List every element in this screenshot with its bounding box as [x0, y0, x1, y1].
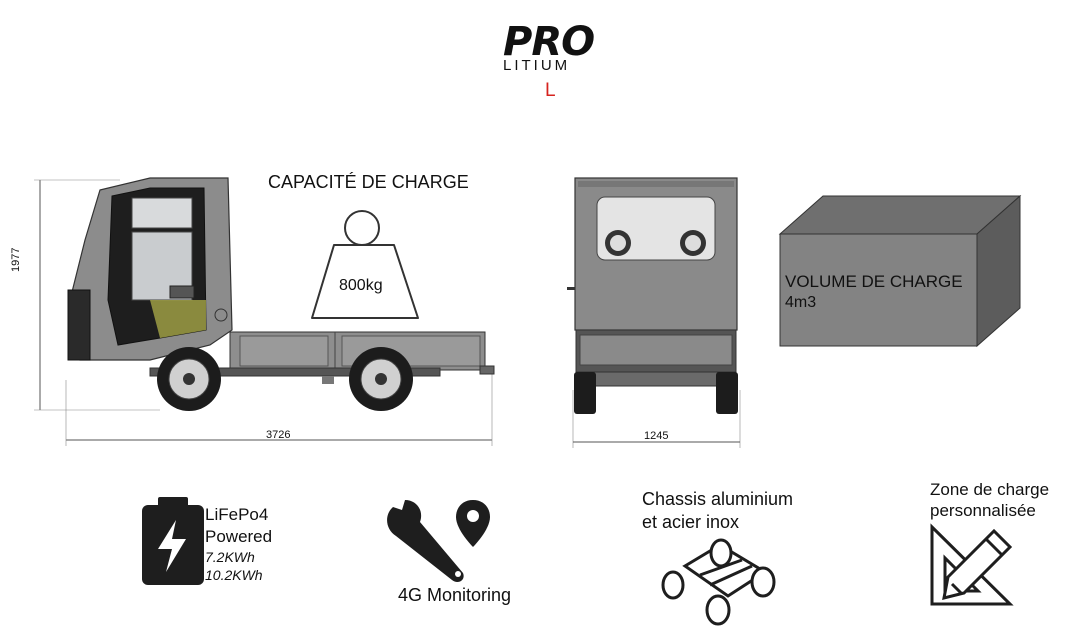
triangle-ruler-pencil-icon: [930, 523, 1014, 606]
payload-weight: 800kg: [339, 277, 383, 294]
battery-capacity-2: 10.2KWh: [205, 567, 263, 583]
location-pin-icon: [456, 500, 490, 547]
battery-icon: [142, 497, 204, 585]
chassis-line-1: Chassis aluminium: [642, 489, 794, 509]
zone-line-1: Zone de charge: [930, 480, 1050, 499]
chassis-line-2: et acier inox: [642, 512, 740, 532]
battery-powered: Powered: [205, 527, 273, 546]
model-letter: L: [545, 80, 556, 101]
weight-icon: [311, 210, 419, 319]
battery-capacity-1: 7.2KWh: [205, 549, 255, 565]
truck-side-view: [34, 177, 495, 446]
monitoring-label: 4G Monitoring: [398, 585, 512, 605]
dimension-width: 1245: [644, 430, 669, 442]
wrench-icon: [387, 500, 464, 583]
volume-title: VOLUME DE CHARGE: [785, 272, 963, 291]
brand-sub: LITIUM: [503, 57, 571, 74]
battery-type: LiFePo4: [205, 505, 269, 524]
volume-box: [778, 194, 1022, 348]
payload-title: CAPACITÉ DE CHARGE: [268, 172, 469, 192]
chassis-icon: [661, 538, 776, 626]
volume-value: 4m3: [785, 294, 817, 311]
truck-rear-view: [567, 177, 741, 448]
zone-line-2: personnalisée: [930, 501, 1036, 520]
brand-logo: PRO: [503, 19, 595, 65]
dimension-height: 1977: [10, 247, 22, 272]
dimension-length: 3726: [266, 429, 291, 441]
